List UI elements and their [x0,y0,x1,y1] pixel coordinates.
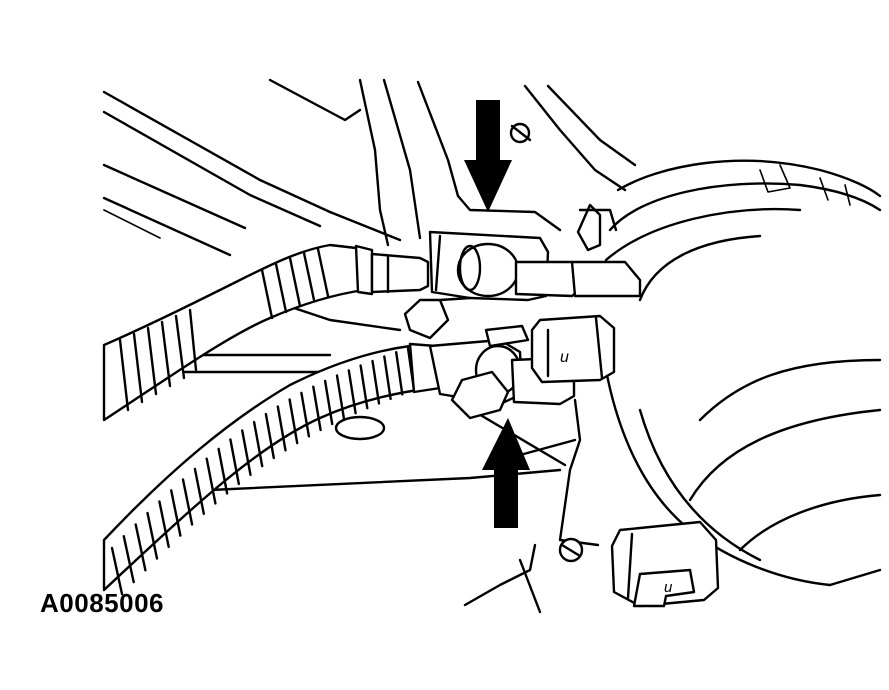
svg-text:u: u [664,579,673,596]
arrow-down-icon [464,100,512,212]
upper-bolt [509,122,532,144]
upper-quick-connect [403,230,642,340]
electrical-connector: u [610,520,720,608]
lower-quick-connect: u [428,314,616,420]
lower-clip [558,537,584,563]
arrow-up-icon [482,418,530,528]
fuel-tank-housing [576,159,882,587]
body-oval-hole [334,415,386,441]
vehicle-body-lines [102,78,637,614]
upper-fuel-line [102,243,430,422]
svg-text:u: u [560,349,569,366]
figure-id-label: A0085006 [40,588,164,618]
